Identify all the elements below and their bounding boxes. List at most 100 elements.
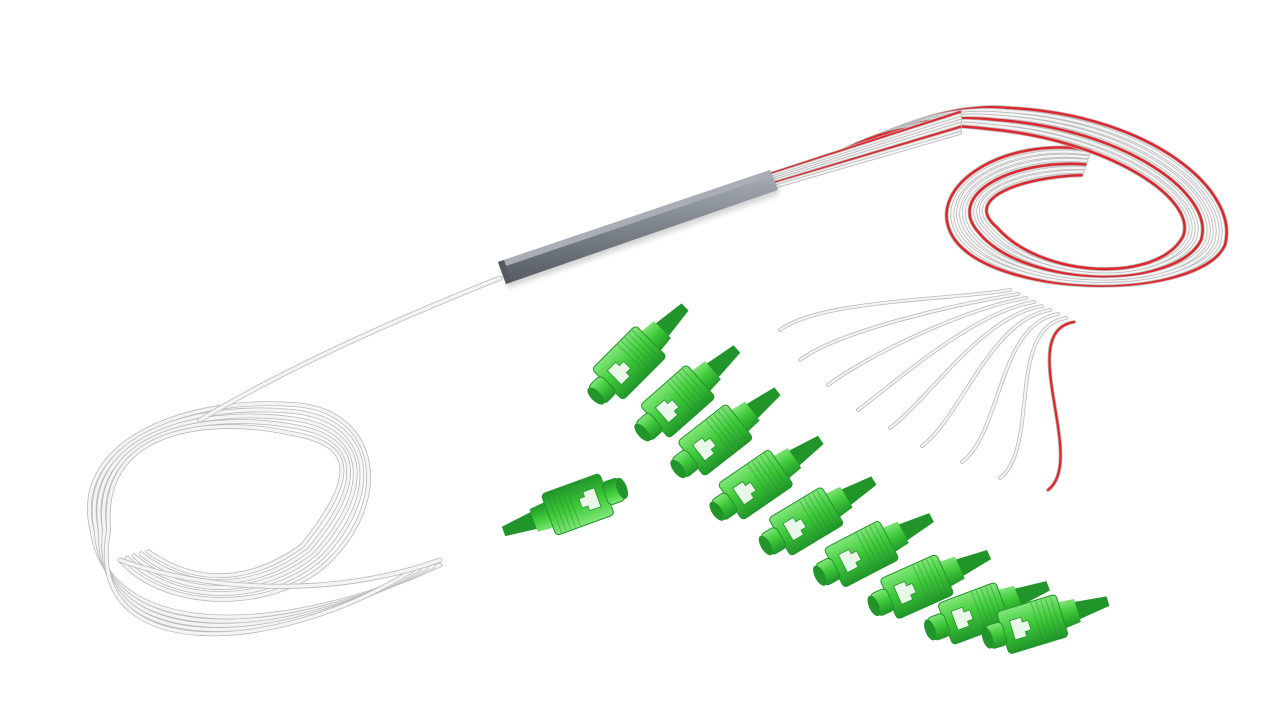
input-coil-loop [92, 408, 435, 623]
output-connector-grip-rib [670, 378, 700, 411]
output-connector-grip-rib [713, 413, 741, 448]
input-lead-fiber [198, 276, 502, 422]
output-connector-grip-rib [755, 458, 781, 494]
output-connector-grip-rib [799, 500, 822, 537]
output-connector-latch-window [837, 548, 862, 574]
output-connector-latch-window [1008, 616, 1032, 641]
output-connector-grip-rib [917, 563, 936, 603]
fanout-fiber [1046, 320, 1076, 492]
output-connector [634, 345, 741, 442]
output-connector-cap-face [670, 459, 687, 479]
output-connector-boot [822, 486, 853, 520]
output-connector-grip-rib [926, 559, 945, 598]
output-connector [981, 594, 1110, 654]
output-ribbon-fiber [768, 113, 962, 178]
output-connector-grip-rib [873, 523, 894, 562]
output-connector-cap-face [758, 535, 773, 556]
fanout-fiber [856, 300, 1036, 412]
output-connector-grip-rib [747, 464, 773, 500]
output-connector-cap-face [924, 619, 937, 641]
output-connector-grip-rib [705, 420, 733, 454]
output-connector-cap-face [981, 627, 994, 649]
output-connector-boot [879, 521, 909, 554]
fanout-fiber [778, 288, 1012, 332]
output-connector-cap-face [587, 387, 605, 405]
output-connector-grip-rib [631, 329, 663, 361]
output-connector-grip-rib [971, 591, 987, 632]
fanout-fiber [998, 316, 1068, 480]
output-connector [813, 513, 934, 587]
output-connector-grip-rib [709, 416, 737, 451]
output-connector-grip-rib [759, 455, 785, 491]
input-connector [501, 473, 628, 537]
output-connector-grip-rib [1040, 599, 1054, 641]
output-connector-grip-rib [617, 344, 648, 375]
splitter-steel-tube [498, 170, 778, 284]
output-connector-latch-window [732, 480, 757, 506]
output-connector-grip-rib [812, 492, 835, 530]
output-connector-grip-rib [975, 590, 992, 630]
output-fiber-ribbon [768, 110, 962, 190]
output-ribbon-fiber [768, 122, 962, 184]
output-connector-grip-rib [980, 588, 997, 629]
output-connector-cap-face [634, 423, 651, 442]
output-connector-grip-rib [860, 530, 881, 569]
output-connector-grip-rib [624, 336, 656, 368]
output-connector-grip-rib [1035, 601, 1049, 642]
input-connector-grip-rib [560, 487, 577, 528]
output-connector-grip-rib [667, 382, 696, 415]
fanout-fiber [826, 296, 1028, 387]
output-connector-boot [727, 401, 760, 435]
output-connector-cap-face [709, 501, 725, 521]
fanout-fiber [920, 308, 1052, 448]
output-connector-grip-rib [682, 368, 711, 401]
output-ribbon-fiber [768, 119, 962, 182]
output-connector [670, 387, 781, 479]
output-connector-grip-rib [985, 586, 1001, 627]
steel-tube-end-cap [498, 260, 512, 284]
output-connector-grip-rib [674, 375, 704, 408]
output-fiber-fanout [778, 288, 1076, 492]
output-sc-apc-connectors [587, 303, 1110, 654]
output-connector-latch-window [950, 606, 974, 631]
output-connector-grip-rib [628, 333, 659, 364]
fanout-fiber [960, 312, 1060, 464]
output-connector-grip-rib [1049, 596, 1063, 638]
output-ribbon-fiber [768, 116, 962, 180]
output-connector-latch-window [606, 360, 632, 386]
output-connector-grip-rib [807, 495, 831, 532]
output-connector-cap-face [867, 595, 881, 617]
output-connector-grip-rib [816, 490, 839, 527]
output-connector-grip-rib [1030, 602, 1044, 643]
output-connector-grip-rib [678, 372, 708, 405]
input-fiber-coil [87, 401, 443, 637]
output-connector-boot [638, 321, 671, 354]
output-connector-cap-face [813, 565, 827, 586]
input-coil-loop [97, 414, 428, 627]
output-connector [924, 581, 1050, 645]
output-connector-grip-rib [869, 525, 890, 564]
output-connector-latch-window [691, 437, 717, 462]
input-connector-latch-window [578, 487, 602, 512]
output-connector-latch-window [654, 399, 680, 424]
steel-tube-body [498, 170, 778, 284]
output-connector-grip-rib [721, 407, 749, 442]
fanout-fiber [888, 304, 1044, 430]
output-connector-grip-rib [621, 340, 652, 371]
output-connector-grip-rib [717, 410, 745, 445]
output-connector [758, 476, 877, 556]
output-connector-boot [688, 361, 721, 394]
output-connector-grip-rib [921, 561, 940, 600]
input-coil-loop [104, 425, 414, 636]
output-ribbon-fiber [768, 110, 962, 176]
output-connector-grip-rib [930, 557, 949, 596]
output-connector-grip-rib [751, 461, 777, 497]
output-connector-boot [770, 448, 802, 481]
input-connector-grip-rib [565, 486, 581, 527]
output-ribbon-fiber [768, 125, 962, 186]
output-connector-grip-rib [864, 528, 885, 566]
input-fiber-lead [117, 275, 503, 589]
output-connector-latch-window [782, 516, 807, 542]
output-connector-grip-rib [855, 532, 877, 571]
